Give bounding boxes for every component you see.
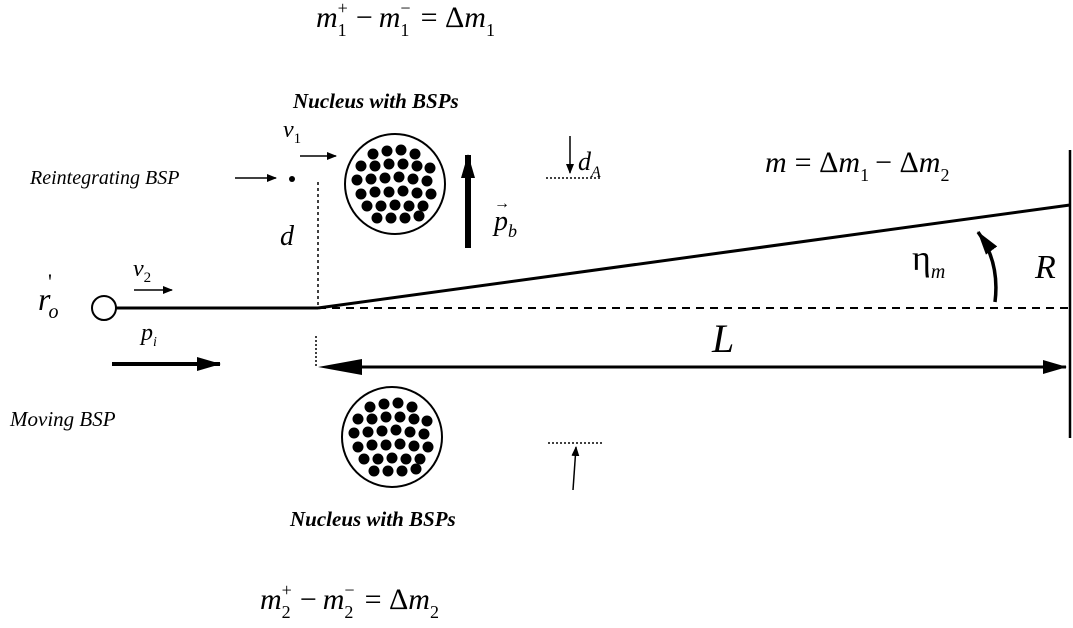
pi-label: pi bbox=[139, 320, 157, 350]
eta-angle-arc bbox=[976, 230, 998, 303]
L-label: L bbox=[711, 316, 734, 361]
moving-bsp-label: Moving BSP bbox=[9, 407, 116, 431]
eta-label: ηm bbox=[912, 238, 945, 283]
d-label: d bbox=[280, 221, 295, 252]
particle-dot bbox=[383, 158, 395, 170]
particle-dot bbox=[425, 188, 437, 200]
particle-dot bbox=[392, 397, 404, 409]
particle-dot bbox=[369, 160, 381, 172]
particle-dot bbox=[421, 415, 433, 427]
particle-dot bbox=[367, 148, 379, 160]
particle-dot bbox=[355, 188, 367, 200]
particle-dot bbox=[399, 212, 411, 224]
particle-dot bbox=[397, 185, 409, 197]
particle-dot bbox=[418, 428, 430, 440]
particle-dot bbox=[408, 413, 420, 425]
nucleus-top bbox=[344, 133, 446, 235]
particle-dot bbox=[407, 173, 419, 185]
particle-dot bbox=[409, 148, 421, 160]
particle-dot bbox=[394, 438, 406, 450]
particle-dot bbox=[361, 200, 373, 212]
v2-label: v2 bbox=[133, 256, 151, 286]
moving-bsp-circle bbox=[91, 295, 117, 321]
nucleus-top-particles bbox=[351, 144, 437, 224]
particle-dot bbox=[393, 171, 405, 183]
particle-dot bbox=[385, 212, 397, 224]
right-equation: m= Δm1− Δm2 bbox=[765, 146, 949, 185]
particle-dot bbox=[364, 401, 376, 413]
particle-dot bbox=[348, 427, 360, 439]
nucleus-bottom-particles bbox=[348, 397, 434, 477]
bottom-equation: m2+−m2−= Δm2 bbox=[260, 580, 439, 622]
particle-dot bbox=[422, 441, 434, 453]
particle-dot bbox=[413, 210, 425, 222]
particle-dot bbox=[380, 411, 392, 423]
reintegrating-bsp-dot bbox=[289, 176, 295, 182]
particle-dot bbox=[386, 452, 398, 464]
particle-dot bbox=[366, 413, 378, 425]
particle-dot bbox=[421, 175, 433, 187]
particle-dot bbox=[408, 440, 420, 452]
particle-dot bbox=[395, 144, 407, 156]
v1-label: v1 bbox=[283, 117, 301, 147]
nucleus-label-top: Nucleus with BSPs bbox=[292, 89, 459, 113]
particle-dot bbox=[372, 453, 384, 465]
particle-dot bbox=[424, 162, 436, 174]
particle-dot bbox=[410, 463, 422, 475]
particle-dot bbox=[358, 453, 370, 465]
particle-dot bbox=[369, 186, 381, 198]
particle-dot bbox=[396, 465, 408, 477]
particle-dot bbox=[381, 145, 393, 157]
particle-dot bbox=[352, 441, 364, 453]
top-equation: m1+−m1−= Δm1 bbox=[316, 0, 495, 40]
L-arrow-left-head bbox=[318, 359, 362, 375]
deflected-trajectory bbox=[317, 203, 1071, 310]
particle-dot bbox=[383, 186, 395, 198]
particle-dot bbox=[366, 439, 378, 451]
pb-label: pb bbox=[492, 206, 517, 241]
particle-dot bbox=[352, 413, 364, 425]
pb-vector-mark: → bbox=[494, 195, 510, 212]
particle-dot bbox=[382, 465, 394, 477]
particle-dot bbox=[403, 200, 415, 212]
particle-dot bbox=[397, 158, 409, 170]
particle-dot bbox=[411, 160, 423, 172]
particle-dot bbox=[417, 200, 429, 212]
nucleus-label-bottom: Nucleus with BSPs bbox=[289, 507, 456, 531]
particle-dot bbox=[378, 398, 390, 410]
particle-dot bbox=[389, 199, 401, 211]
particle-dot bbox=[362, 426, 374, 438]
particle-dot bbox=[414, 453, 426, 465]
particle-dot bbox=[365, 173, 377, 185]
reintegrating-bsp-label: Reintegrating BSP bbox=[29, 167, 179, 189]
particle-dot bbox=[390, 424, 402, 436]
particle-dot bbox=[368, 465, 380, 477]
particle-dot bbox=[379, 172, 391, 184]
nucleus-bottom bbox=[341, 386, 443, 488]
dA-label: dA bbox=[578, 147, 601, 181]
particle-dot bbox=[400, 453, 412, 465]
particle-dot bbox=[406, 401, 418, 413]
ro-accent: ' bbox=[48, 269, 52, 294]
particle-dot bbox=[376, 425, 388, 437]
particle-dot bbox=[355, 160, 367, 172]
ro-label: ro bbox=[38, 281, 58, 323]
particle-dot bbox=[404, 426, 416, 438]
particle-dot bbox=[411, 187, 423, 199]
particle-dot bbox=[394, 411, 406, 423]
particle-dot bbox=[375, 200, 387, 212]
R-label: R bbox=[1034, 249, 1056, 286]
particle-dot bbox=[371, 212, 383, 224]
dA-arrow-bottom bbox=[571, 446, 580, 491]
particle-dot bbox=[351, 174, 363, 186]
particle-dot bbox=[380, 439, 392, 451]
